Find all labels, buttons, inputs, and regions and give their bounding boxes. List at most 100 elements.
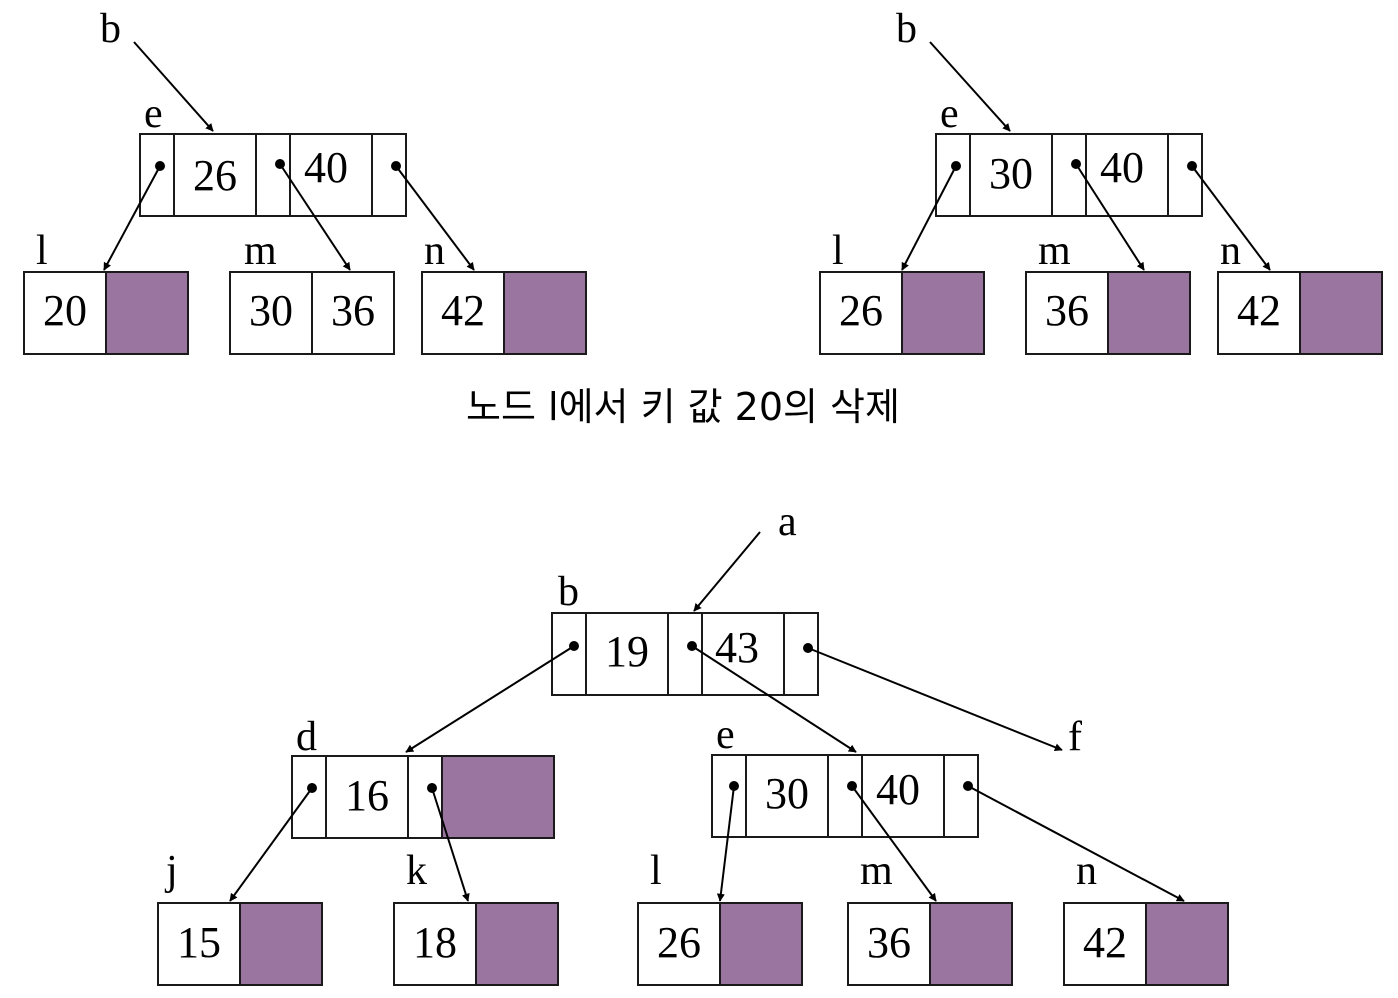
- node-label: e: [716, 712, 735, 758]
- node-label: d: [296, 714, 317, 760]
- key-value: 30: [989, 149, 1033, 198]
- empty-slot: [105, 271, 189, 355]
- leaf-node-n: n 42: [1217, 228, 1383, 355]
- leaf-node-n: n 42: [421, 228, 587, 355]
- before-deletion-tree: b e 26 40 l 20 m: [23, 6, 587, 355]
- empty-slot: [1107, 271, 1191, 355]
- empty-slot: [239, 902, 323, 986]
- key-slot: [1025, 271, 1109, 355]
- leaf-node-k: k 18: [393, 848, 559, 986]
- key-slot: [1217, 271, 1301, 355]
- key-value: 30: [765, 769, 809, 818]
- key-value: 18: [413, 918, 457, 967]
- pointer-slot: [783, 612, 819, 696]
- pointer-slot: [827, 754, 863, 838]
- child-pointer-arrow: [851, 785, 937, 902]
- key-value: 19: [605, 627, 649, 676]
- root-node-b: b 19 43: [551, 569, 819, 696]
- node-label: k: [406, 848, 427, 894]
- child-pointer-arrow: [716, 785, 735, 902]
- node-label: j: [164, 848, 178, 894]
- child-pointer-arrow: [103, 165, 161, 271]
- node-label: m: [1038, 228, 1071, 274]
- empty-slot: [475, 902, 559, 986]
- key-slot: [393, 902, 477, 986]
- key-value: 15: [177, 918, 221, 967]
- pointer-slot: [291, 755, 327, 839]
- key-slot: [969, 133, 1053, 217]
- leaf-node-m: m 36: [847, 848, 1013, 986]
- key-slot: [421, 271, 505, 355]
- pointer-slot: [1167, 133, 1203, 217]
- key-slot: [311, 271, 395, 355]
- root-pointer-arrow: [693, 531, 761, 612]
- key-slot: [745, 754, 829, 838]
- root-pointer-arrow: [929, 41, 1011, 132]
- empty-slot: [719, 902, 803, 986]
- pointer-slot: [139, 133, 175, 217]
- key-value: 26: [193, 151, 237, 200]
- key-value: 40: [876, 765, 920, 814]
- key-value: 26: [657, 918, 701, 967]
- child-pointer-arrow: [691, 645, 857, 753]
- node-label: m: [244, 228, 277, 274]
- key-value: 42: [441, 286, 485, 335]
- node-label: e: [144, 91, 163, 137]
- child-pointer-arrow: [807, 647, 1063, 752]
- leaf-node-l: l 26: [819, 228, 985, 355]
- node-label: e: [940, 91, 959, 137]
- after-deletion-tree: b e 30 40 l 26 m 36: [819, 6, 1383, 355]
- node-label: l: [650, 848, 662, 894]
- key-value: 36: [331, 286, 375, 335]
- leaf-node-l: l 26: [637, 848, 803, 986]
- child-pointer-arrow: [229, 787, 313, 902]
- pointer-slot: [551, 612, 587, 696]
- internal-node-e: e 26 40: [139, 91, 407, 217]
- root-pointer-label: b: [100, 6, 121, 52]
- full-tree: a b 19 43 f d 16: [157, 499, 1229, 986]
- key-slot: [1063, 902, 1147, 986]
- leaf-node-l: l 20: [23, 228, 189, 355]
- child-pointer-arrow: [431, 787, 470, 902]
- key-slot: [819, 271, 903, 355]
- internal-node-e: e 30 40: [711, 712, 979, 838]
- empty-slot: [1299, 271, 1383, 355]
- subtree-label: f: [1068, 714, 1082, 760]
- node-label: m: [860, 848, 893, 894]
- empty-slot: [929, 902, 1013, 986]
- deletion-caption: 노드 l에서 키 값 20의 삭제: [466, 385, 900, 429]
- pointer-slot: [1051, 133, 1087, 217]
- pointer-slot: [943, 754, 979, 838]
- key-slot: [701, 612, 785, 696]
- key-value: 42: [1237, 286, 1281, 335]
- node-label: n: [1076, 848, 1097, 894]
- leaf-node-m: m 36: [1025, 228, 1191, 355]
- key-value: 42: [1083, 918, 1127, 967]
- pointer-slot: [935, 133, 971, 217]
- child-pointer-arrow: [1075, 163, 1145, 271]
- key-slot: [847, 902, 931, 986]
- child-pointer-arrow: [405, 645, 575, 753]
- key-value: 36: [1045, 286, 1089, 335]
- pointer-slot: [255, 133, 291, 217]
- node-label: l: [36, 228, 48, 274]
- key-value: 40: [304, 143, 348, 192]
- empty-slot: [901, 271, 985, 355]
- empty-slot: [1145, 902, 1229, 986]
- pointer-slot: [371, 133, 407, 217]
- root-pointer-arrow: [133, 41, 214, 132]
- child-pointer-arrow: [1191, 165, 1271, 271]
- root-pointer-label: b: [896, 6, 917, 52]
- node-label: n: [424, 228, 445, 274]
- child-pointer-arrow: [967, 785, 1185, 902]
- key-slot: [325, 755, 409, 839]
- key-slot: [585, 612, 669, 696]
- child-pointer-arrow: [279, 163, 351, 271]
- empty-slot: [441, 755, 555, 839]
- empty-slot: [503, 271, 587, 355]
- node-label: b: [558, 569, 579, 615]
- key-slot: [157, 902, 241, 986]
- key-value: 16: [345, 771, 389, 820]
- pointer-slot: [407, 755, 443, 839]
